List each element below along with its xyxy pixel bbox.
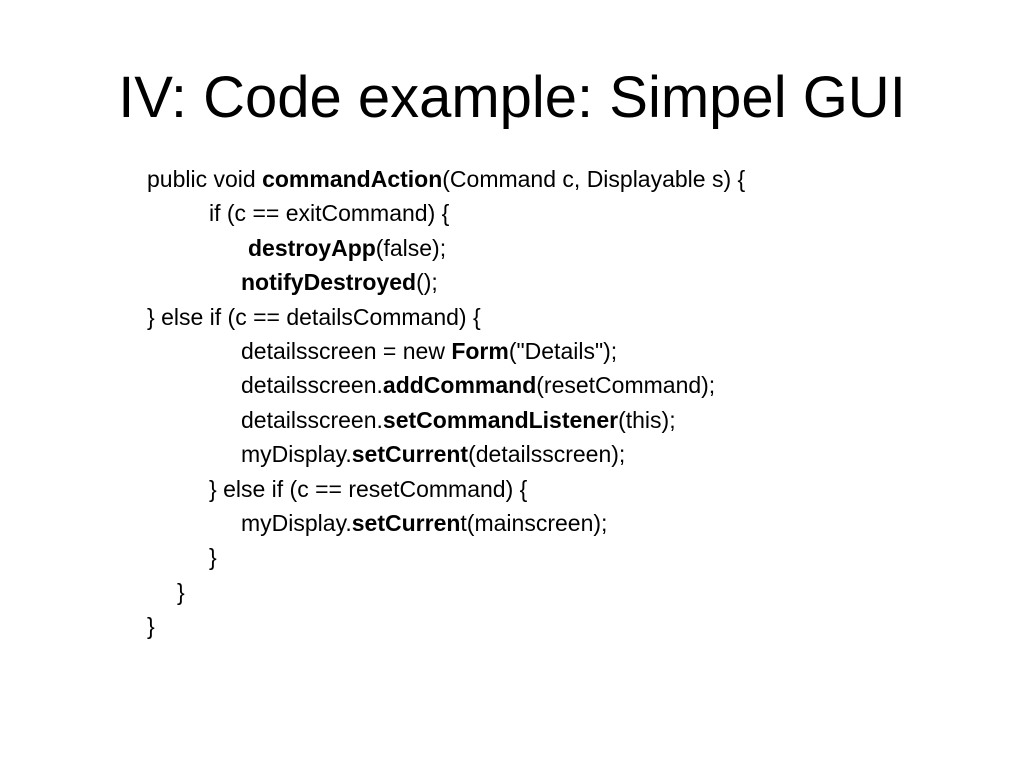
code-line: detailsscreen.addCommand(resetCommand); — [147, 368, 1007, 402]
slide-title: IV: Code example: Simpel GUI — [118, 65, 906, 130]
code-identifier: Form — [451, 337, 509, 364]
code-line: } — [147, 575, 1007, 609]
code-line: detailsscreen.setCommandListener(this); — [147, 403, 1007, 437]
code-text: } else if (c == detailsCommand) { — [147, 303, 481, 330]
code-line: myDisplay.setCurrent(detailsscreen); — [147, 437, 1007, 471]
code-text: (detailsscreen); — [468, 441, 626, 468]
code-line: if (c == exitCommand) { — [147, 196, 1007, 230]
code-line: detailsscreen = new Form("Details"); — [147, 334, 1007, 368]
code-line: } else if (c == detailsCommand) { — [147, 300, 1007, 334]
code-text: (resetCommand); — [536, 372, 716, 399]
code-line: notifyDestroyed(); — [147, 265, 1007, 299]
code-text: detailsscreen = new — [241, 337, 452, 364]
code-text: (false); — [375, 234, 447, 261]
code-identifier: setCommandListener — [382, 406, 619, 433]
code-text: t(mainscreen); — [460, 509, 608, 536]
code-text: (this); — [618, 406, 676, 433]
code-text: detailsscreen. — [241, 406, 383, 433]
code-text: myDisplay. — [241, 509, 352, 536]
code-line: } — [147, 540, 1007, 574]
code-identifier: notifyDestroyed — [241, 269, 417, 296]
code-identifier: destroyApp — [248, 234, 376, 261]
code-line: } — [147, 609, 1007, 643]
code-text: if (c == exitCommand) { — [209, 200, 450, 227]
code-text: } else if (c == resetCommand) { — [209, 475, 528, 502]
code-identifier: setCurren — [351, 509, 461, 536]
code-text: (); — [416, 269, 438, 296]
code-text: } — [209, 544, 217, 571]
code-identifier: commandAction — [262, 166, 443, 192]
code-identifier: addCommand — [382, 372, 537, 399]
code-identifier: setCurrent — [351, 441, 469, 468]
code-text: myDisplay. — [241, 441, 352, 468]
code-text: detailsscreen. — [241, 372, 383, 399]
code-line: myDisplay.setCurrent(mainscreen); — [147, 506, 1007, 540]
code-line: destroyApp(false); — [147, 231, 1007, 265]
code-line: public void commandAction(Command c, Dis… — [147, 162, 1007, 196]
code-text: } — [177, 578, 185, 605]
code-text: } — [147, 613, 155, 640]
code-line: } else if (c == resetCommand) { — [147, 472, 1007, 506]
code-text: ("Details"); — [508, 337, 618, 364]
code-text: (Command c, Displayable s) { — [442, 166, 746, 192]
code-block: public void commandAction(Command c, Dis… — [147, 162, 1007, 643]
code-text: public void — [147, 166, 263, 192]
